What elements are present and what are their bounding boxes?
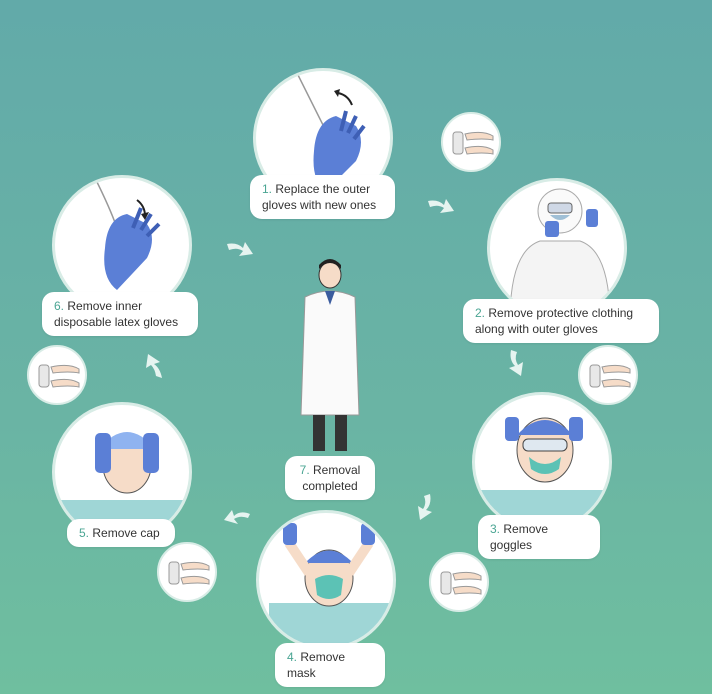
hand-sanitizer-icon — [38, 364, 80, 388]
step-5-illustration — [52, 402, 192, 542]
latex-glove-icon — [94, 178, 161, 290]
hand-wash-circle-2 — [578, 345, 638, 405]
step-1-label: 1. Replace the outer gloves with new one… — [250, 175, 395, 219]
doctor-icon — [300, 259, 360, 451]
step-3-illustration — [472, 392, 612, 532]
arrow-6-to-1 — [227, 242, 253, 256]
hand-sanitizer-icon — [168, 561, 210, 585]
glove-icon — [295, 71, 366, 191]
step-7-label: 7. Removal completed — [285, 456, 375, 500]
step-3-label: 3. Remove goggles — [478, 515, 600, 559]
arrow-3-to-4 — [418, 494, 432, 520]
doctor-figure — [295, 255, 365, 455]
hand-wash-circle-3 — [429, 552, 489, 612]
hand-sanitizer-icon — [440, 571, 482, 595]
hand-wash-circle-1 — [441, 112, 501, 172]
hand-wash-circle-5 — [27, 345, 87, 405]
step-5-label: 5. Remove cap — [67, 519, 175, 547]
hand-sanitizer-icon — [589, 364, 631, 388]
step-2-illustration — [487, 178, 627, 318]
arrow-4-to-5 — [224, 510, 250, 524]
arrow-2-to-3 — [509, 350, 523, 376]
mask-icon — [269, 523, 389, 647]
step-2-label: 2. Remove protective clothing along with… — [463, 299, 659, 343]
hand-wash-circle-4 — [157, 542, 217, 602]
step-4-label: 4. Remove mask — [275, 643, 385, 687]
arrow-5-to-6 — [146, 354, 162, 378]
step-6-illustration — [52, 175, 192, 315]
step-4-illustration — [256, 510, 396, 650]
protective-suit-icon — [509, 188, 611, 315]
hand-sanitizer-icon — [452, 131, 494, 155]
goggles-icon — [475, 417, 609, 529]
arrow-1-to-2 — [428, 199, 454, 213]
step-6-label: 6. Remove inner disposable latex gloves — [42, 292, 198, 336]
